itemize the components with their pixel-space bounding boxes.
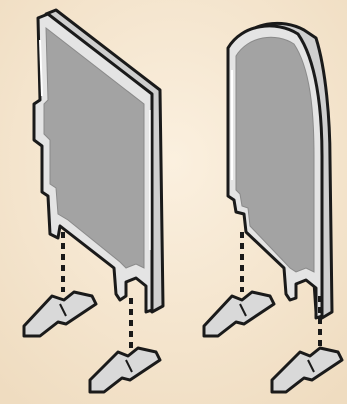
assembly-illustration (0, 0, 347, 404)
